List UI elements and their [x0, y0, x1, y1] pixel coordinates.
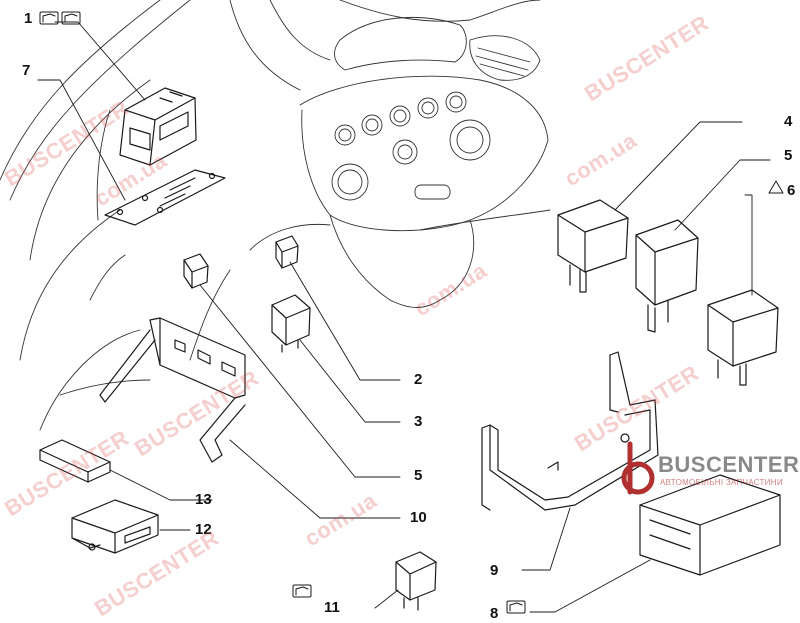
callout-5-right: 5 — [784, 147, 793, 164]
part-6-relay — [707, 289, 779, 386]
callout-11: 11 — [324, 599, 340, 616]
callout-4: 4 — [784, 113, 793, 130]
part-13-pad — [39, 439, 111, 483]
part-8-control-unit — [639, 474, 781, 576]
door-icon — [39, 11, 59, 25]
part-5-relay-right — [635, 219, 699, 333]
part-11-relay — [395, 551, 437, 611]
part-9-bracket — [481, 351, 659, 511]
logo-name: BUSCENTER — [658, 452, 800, 477]
part-2-mini-relay — [275, 235, 299, 269]
door-icon — [506, 600, 526, 614]
leader-lines — [37, 21, 771, 613]
callout-10: 10 — [410, 509, 427, 526]
part-1-fuse-box — [119, 87, 197, 166]
callout-12: 12 — [195, 521, 212, 538]
part-12-module — [71, 499, 159, 554]
door-icon — [292, 584, 312, 598]
warning-triangle-icon — [768, 180, 784, 194]
dashboard-background — [0, 0, 551, 431]
callout-8: 8 — [490, 605, 499, 622]
callout-3: 3 — [414, 413, 423, 430]
callout-13: 13 — [195, 491, 212, 508]
callout-6: 6 — [787, 182, 796, 199]
callout-9: 9 — [490, 562, 499, 579]
callout-2: 2 — [414, 371, 423, 388]
callout-7: 7 — [22, 62, 31, 79]
part-4-relay — [557, 199, 629, 293]
buscenter-logo: BUSCENTER АВТОМОБІЛЬНІ ЗАПЧАСТИНИ — [618, 440, 799, 500]
logo-tagline: АВТОМОБІЛЬНІ ЗАПЧАСТИНИ — [660, 478, 783, 487]
callout-1: 1 — [24, 10, 33, 27]
part-3-relay — [271, 294, 311, 353]
part-5-mini-relay-left — [183, 253, 209, 289]
door-icon — [61, 11, 81, 25]
part-10-bracket — [99, 317, 246, 463]
callout-5-left: 5 — [414, 467, 423, 484]
part-7-support-plate — [104, 169, 226, 226]
logo-mark-icon — [621, 441, 655, 495]
